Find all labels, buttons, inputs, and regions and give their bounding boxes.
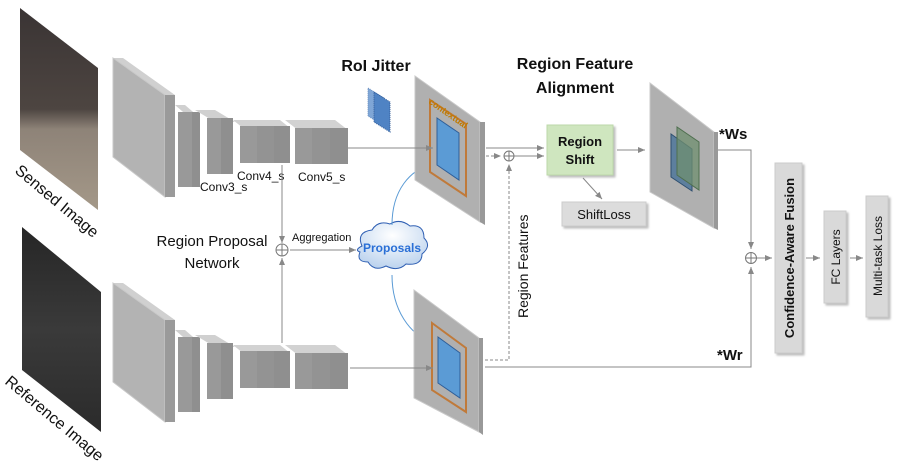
region-features-dashed-arrow [485,164,512,361]
reference-feature-map [413,289,483,435]
alignment-title-line2: Alignment [536,80,615,97]
aggregation-label: Aggregation [292,232,351,244]
shift-loss-label: ShiftLoss [577,207,631,222]
aligned-feature-map [649,81,718,230]
sensed-image [20,8,98,210]
arrow [582,177,603,200]
conv5-label: Conv5_s [298,170,345,184]
multitask-loss-label: Multi-task Loss [871,216,885,296]
sensed-feature-map: contextual [414,75,485,225]
feature-plus-icon [503,150,515,162]
rpn-label-line2: Network [184,255,240,272]
proposals-label: Proposals [363,241,421,255]
conv4-label: Conv4_s [237,169,284,183]
region-shift-box [546,124,614,176]
arrow [718,149,754,249]
proposals-cloud [356,220,428,270]
alignment-title-line1: Region Feature [517,56,634,73]
multitask-loss-box [865,195,889,318]
arrow [485,267,754,368]
rpn-label-line1: Region Proposal [157,233,268,250]
wr-label: *Wr [717,347,743,364]
conv3-label: Conv3_s [200,180,247,194]
reference-backbone [112,282,349,423]
region-shift-line1: Region [558,134,602,149]
roi-jitter-title: RoI Jitter [341,58,410,75]
confidence-fusion-label: Confidence-Aware Fusion [782,178,797,338]
confidence-fusion-box [774,162,803,354]
ws-label: *Ws [719,126,747,143]
roi-jitter-icon [367,87,391,133]
fc-layers-label: FC Layers [829,229,843,284]
reference-image [22,227,101,432]
shift-loss-box [561,201,647,227]
fc-layers-box [823,210,847,304]
aggregation-plus-icon [275,243,289,257]
fusion-plus-icon [745,252,757,264]
region-features-label: Region Features [515,214,531,318]
region-shift-line2: Shift [566,152,596,167]
